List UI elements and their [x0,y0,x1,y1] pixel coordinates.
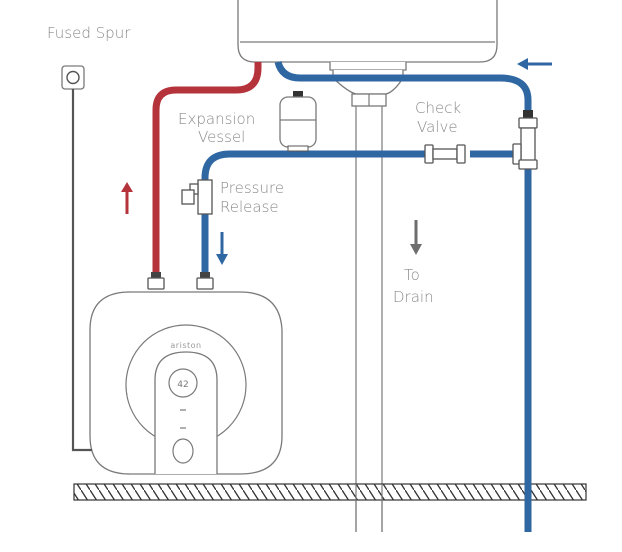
supply-flow-arrow-left [517,58,552,70]
label-fused-spur: Fused Spur [47,24,131,42]
expansion-vessel-cap [293,91,303,98]
label-to-drain-line1: To [404,266,420,284]
check-valve [424,144,466,164]
label-pressure-release-line2: Release [220,198,279,216]
label-check-valve-line1: Check [415,99,461,117]
label-expansion-vessel-line1: Expansion [178,110,255,128]
label-to-drain-line2: Drain [393,288,434,306]
hot-flow-arrow-up [121,182,133,214]
water-heater: ariston 42 [89,272,283,475]
cold-feed-pipe [201,150,515,276]
hot-water-pipe [152,62,262,276]
heater-front-panel [154,351,218,474]
heater-brand-text: ariston [170,341,201,350]
floor-shelf [73,483,587,501]
fused-spur [61,65,92,452]
label-pressure-release-line1: Pressure [220,179,284,197]
cold-inlet-connector [196,272,214,290]
hot-outlet-connector [147,272,165,290]
fused-spur-box [61,65,85,90]
heater-display [168,368,198,398]
label-expansion-vessel-line2: Vessel [198,128,245,146]
pressure-release-valve [181,179,213,215]
label-check-valve-line2: Valve [417,118,458,136]
cold-flow-arrow-down [216,232,228,265]
heater-display-value: 42 [177,380,188,390]
power-cable [71,89,92,452]
cold-supply-pipe [274,60,532,532]
tee-connector [512,110,538,170]
expansion-vessel [279,91,317,152]
drain-flow-arrow-down [410,220,422,255]
heater-control-knob [172,438,194,464]
sink-basin [237,0,498,63]
